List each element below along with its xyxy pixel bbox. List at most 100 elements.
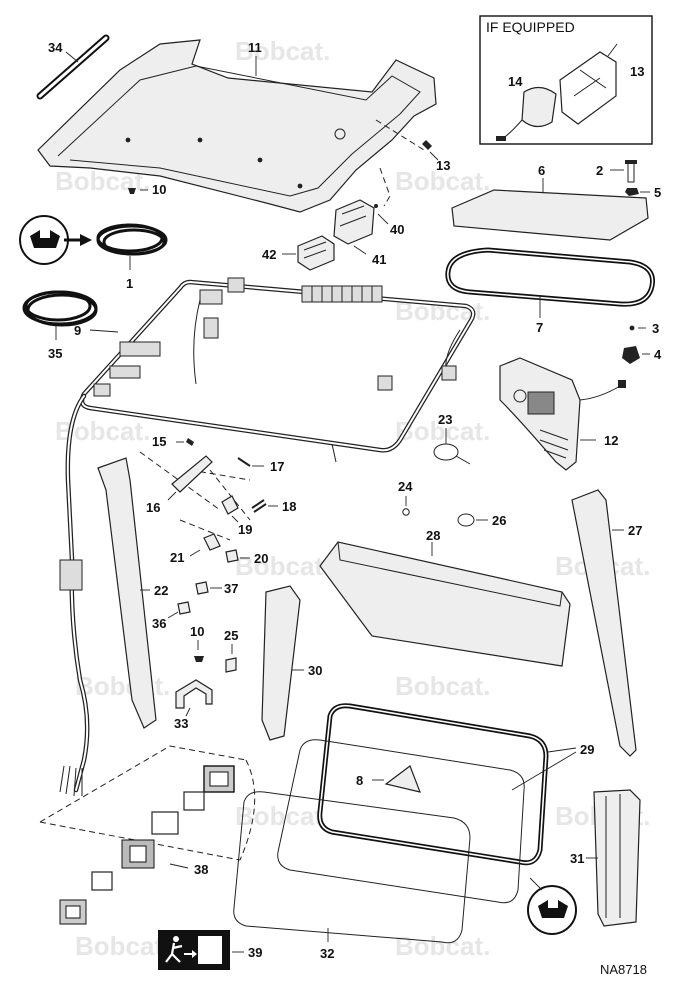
rear-panel-body	[319, 541, 571, 667]
spring-icon	[251, 499, 267, 513]
clip-36	[177, 601, 191, 615]
part-32-glass: 32	[233, 791, 471, 961]
lens	[91, 871, 113, 891]
part-27-right-pillar: 27	[571, 489, 642, 757]
callout-28: 28	[426, 528, 440, 543]
watermark: Bobcat.	[75, 671, 170, 701]
plug-icon	[402, 508, 410, 516]
callout-25: 25	[224, 628, 238, 643]
bracket-detail	[573, 69, 607, 97]
leader	[167, 611, 179, 619]
part-39-exit-sign: 39	[158, 930, 262, 970]
watermark: Bobcat.	[75, 931, 170, 961]
exit-door	[198, 936, 222, 964]
screw-icon	[422, 140, 432, 150]
callout-32: 32	[320, 946, 334, 961]
parts-15-21-switch-assembly: 15 16 17 18 19 21 20	[139, 434, 296, 566]
harness-drop	[65, 393, 90, 793]
callout-41: 41	[372, 252, 386, 267]
knob-icon	[622, 346, 640, 364]
watermark: Bobcat.	[235, 36, 330, 66]
lens	[183, 791, 205, 811]
connector	[109, 365, 141, 379]
callout-42: 42	[262, 247, 276, 262]
mount-hole	[297, 183, 303, 189]
leader	[511, 747, 577, 791]
leader	[429, 151, 439, 161]
screw-icon	[194, 656, 204, 662]
connector	[59, 559, 83, 591]
switch-19	[221, 495, 239, 515]
callout-16: 16	[146, 500, 160, 515]
connector	[203, 317, 219, 339]
part-29-rear-window: 29 8	[277, 703, 594, 935]
nut-icon	[625, 188, 639, 196]
rear-pillar-trim	[261, 585, 301, 741]
glass-panel	[233, 791, 471, 944]
part-7-seal: 7	[445, 247, 656, 335]
leader	[185, 707, 191, 717]
window-glass-outline	[277, 739, 525, 904]
part-9-wiring-harness: 9	[59, 277, 476, 797]
connector	[93, 383, 111, 397]
part-24-26-plugs: 24 26	[398, 479, 506, 528]
connector-detail	[303, 241, 327, 259]
callout-38: 38	[194, 862, 208, 877]
screw-icon	[237, 457, 251, 467]
coil-loop	[96, 223, 164, 253]
callout-17: 17	[270, 459, 284, 474]
wrench-icon	[538, 900, 568, 918]
callout-35: 35	[48, 346, 62, 361]
mount-hole	[334, 128, 346, 140]
pin	[374, 204, 378, 208]
lamp-20	[225, 549, 239, 563]
part-38-lamp-kit: 38	[39, 745, 256, 925]
headliner-inner-edge	[57, 65, 421, 197]
coil-loop	[24, 290, 92, 322]
clip-37	[195, 581, 209, 595]
beacon-light	[521, 86, 557, 128]
leader	[529, 877, 543, 891]
callout-10: 10	[190, 624, 204, 639]
part-6-panel: 6	[451, 163, 649, 241]
callout-22: 22	[154, 583, 168, 598]
part-30-rear-pillar: 30	[261, 585, 322, 741]
coil-loop	[26, 293, 98, 327]
connector-42	[297, 235, 335, 271]
connector	[119, 341, 161, 357]
callout-20: 20	[254, 551, 268, 566]
leader	[353, 245, 367, 255]
clip-25	[225, 657, 237, 673]
leader	[377, 213, 389, 225]
inset-title: IF EQUIPPED	[486, 19, 575, 35]
washer-icon	[629, 325, 635, 331]
connector	[227, 277, 245, 293]
callout-39: 39	[248, 945, 262, 960]
screw-icon	[627, 161, 635, 183]
callout-19: 19	[238, 522, 252, 537]
part-3-4-fasteners: 3 4	[622, 321, 662, 364]
callout-14: 14	[508, 74, 523, 89]
callout-13: 13	[630, 64, 644, 79]
wire-connector	[618, 380, 626, 388]
connector	[199, 289, 223, 305]
harness-branch	[331, 443, 337, 463]
callout-3: 3	[652, 321, 659, 336]
callout-30: 30	[308, 663, 322, 678]
part-1-seal-coil: 1	[19, 215, 168, 291]
callout-1: 1	[126, 276, 133, 291]
tie-tail	[455, 455, 471, 465]
panel-wire	[579, 385, 621, 401]
window-seal	[317, 703, 549, 866]
callout-34: 34	[48, 40, 63, 55]
leader	[89, 329, 119, 333]
switch-block-41	[333, 199, 375, 245]
part-13-screw: 13	[375, 119, 450, 173]
watermark: Bobcat.	[395, 166, 490, 196]
tie-loop	[433, 443, 459, 461]
watermark: Bobcat.	[395, 671, 490, 701]
callout-13: 13	[436, 158, 450, 173]
part-11-headliner: 11	[37, 39, 437, 213]
part-10-screw: 10	[128, 182, 166, 197]
gasket	[151, 811, 179, 835]
